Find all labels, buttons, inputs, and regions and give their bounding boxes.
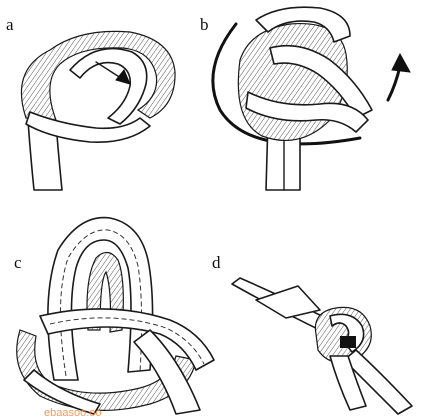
panel-b: b <box>200 6 411 191</box>
strap-loop-inner-a <box>69 47 148 125</box>
watermark-text: ebaasoo.oo <box>44 407 102 419</box>
panel-label-c: c <box>14 253 22 272</box>
strap-lower-loop-b <box>245 91 369 133</box>
strap-lower-tail-d <box>329 355 367 411</box>
panel-label-b: b <box>200 15 209 34</box>
stitch-line-upright-c <box>59 229 143 377</box>
strap-crossing-band-c <box>39 308 215 371</box>
panel-label-d: d <box>212 253 221 272</box>
strap-top-loop-b <box>255 6 351 43</box>
guide-arc-b <box>211 22 362 146</box>
strap-working-end-c <box>133 329 201 415</box>
strap-right-end-d <box>343 349 413 415</box>
arrow-head-a <box>115 69 131 85</box>
strap-working-end-a <box>25 111 151 143</box>
strap-standing-part-c <box>23 369 101 415</box>
strap-left-flap-d <box>255 285 321 319</box>
panel-d: d <box>212 253 413 415</box>
panel-c: c <box>14 216 215 415</box>
knot-opening-d <box>340 336 356 348</box>
strap-loop-a <box>20 30 176 121</box>
stitch-line-crossing-c <box>49 317 205 365</box>
strap-upright-loop-c <box>47 216 154 381</box>
strap-crossing-b <box>269 44 373 119</box>
arrow-head-b <box>391 52 411 73</box>
panel-a: a <box>6 15 176 191</box>
panel-label-a: a <box>6 15 14 34</box>
